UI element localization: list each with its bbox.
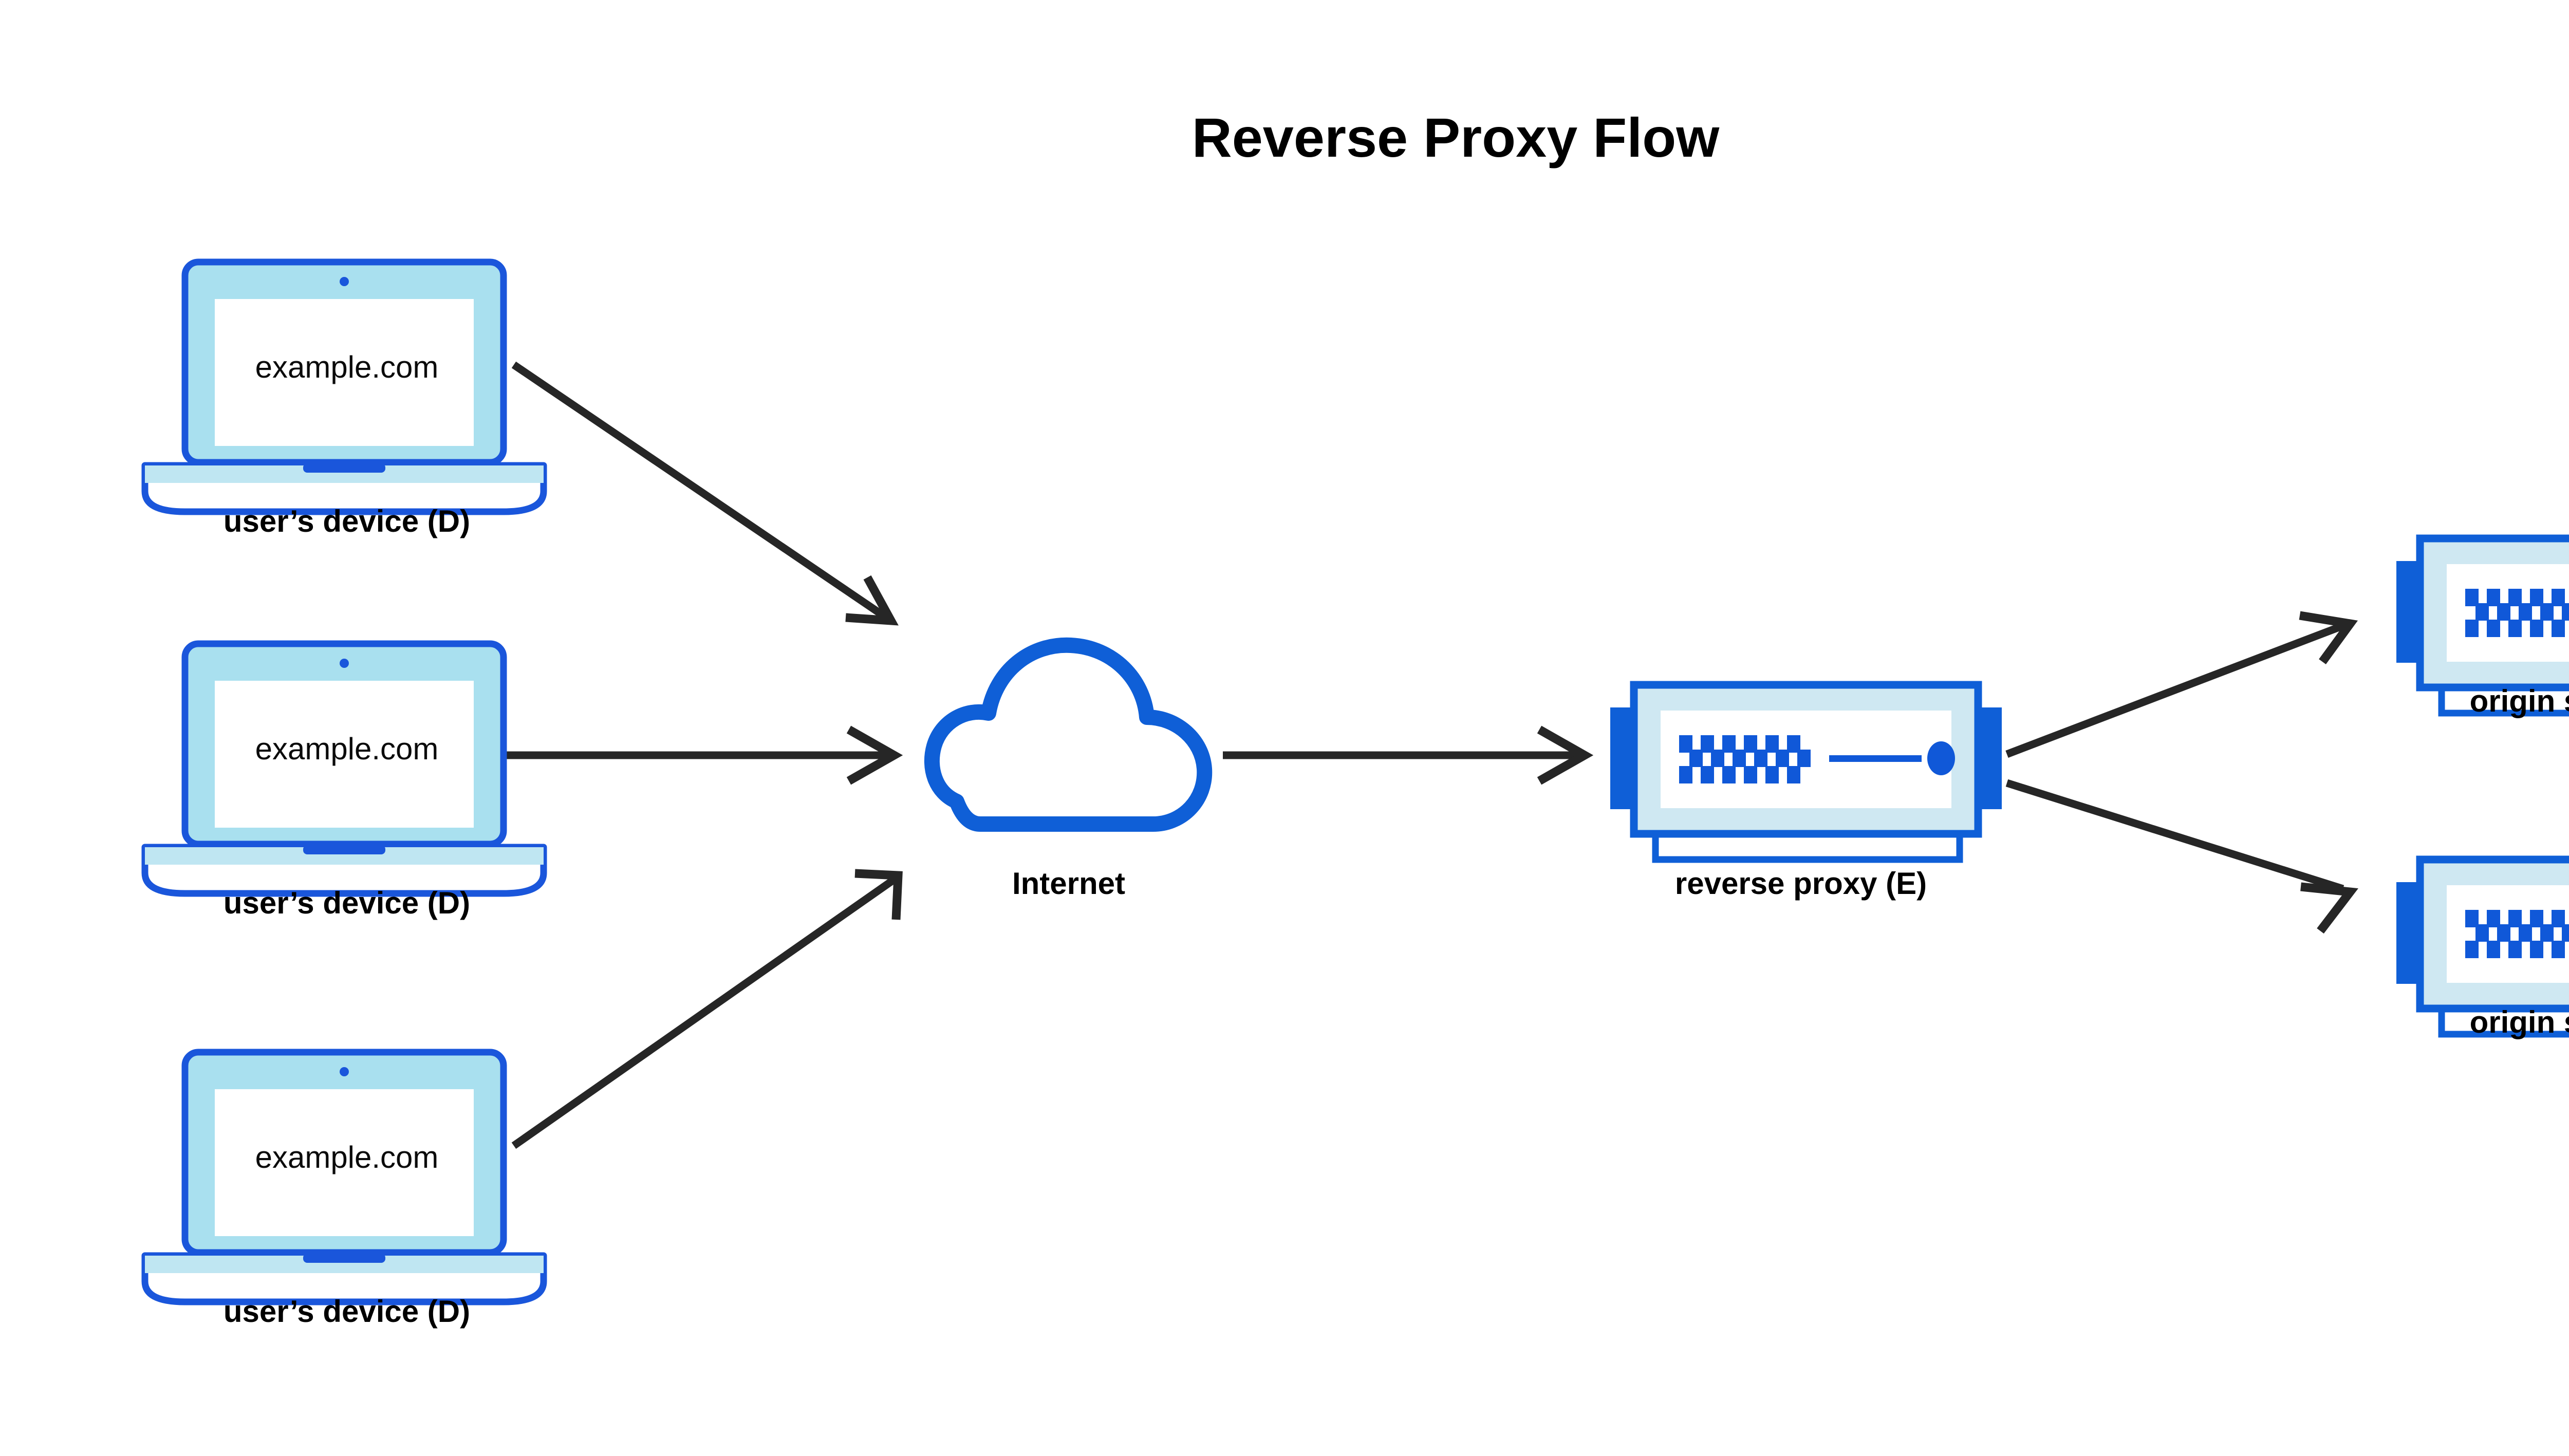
flow-arrow-device3-to-internet (511, 869, 903, 1149)
internet-node[interactable]: Internet (924, 637, 1213, 901)
device-label: user’s device (D) (224, 1294, 470, 1329)
flow-arrow-device1-to-internet (511, 361, 899, 626)
browser-url-text: example.com (255, 350, 439, 384)
reverse-proxy-node[interactable]: reverse proxy (E) (1610, 685, 2002, 901)
flow-arrow-internet-to-proxy (1223, 725, 1594, 785)
flow-arrow-proxy-to-origin2 (2005, 779, 2358, 934)
origin-server-2[interactable]: origin server (F) (2396, 860, 2569, 1039)
proxy-label: reverse proxy (E) (1675, 866, 1927, 901)
page-title: Reverse Proxy Flow (1192, 106, 1720, 169)
laptop-icon (145, 1052, 544, 1302)
flow-arrow-device2-to-internet (502, 725, 903, 785)
laptop-icon (145, 262, 544, 512)
internet-label: Internet (1012, 866, 1125, 901)
user-device-1[interactable]: example.com user’s device (D) (145, 262, 544, 538)
origin-label: origin server (F) (2470, 684, 2569, 718)
flow-arrows (502, 361, 2358, 1149)
device-label: user’s device (D) (224, 886, 470, 920)
laptop-icon (145, 644, 544, 893)
browser-url-text: example.com (255, 1140, 439, 1174)
device-label: user’s device (D) (224, 504, 470, 538)
server-icon (1610, 685, 2002, 860)
user-device-3[interactable]: example.com user’s device (D) (145, 1052, 544, 1329)
browser-url-text: example.com (255, 732, 439, 766)
origin-server-1[interactable]: origin server (F) (2396, 538, 2569, 718)
cloud-icon (924, 637, 1213, 832)
user-device-2[interactable]: example.com user’s device (D) (145, 644, 544, 920)
flow-arrow-proxy-to-origin1 (2005, 611, 2358, 758)
origin-label: origin server (F) (2470, 1005, 2569, 1039)
